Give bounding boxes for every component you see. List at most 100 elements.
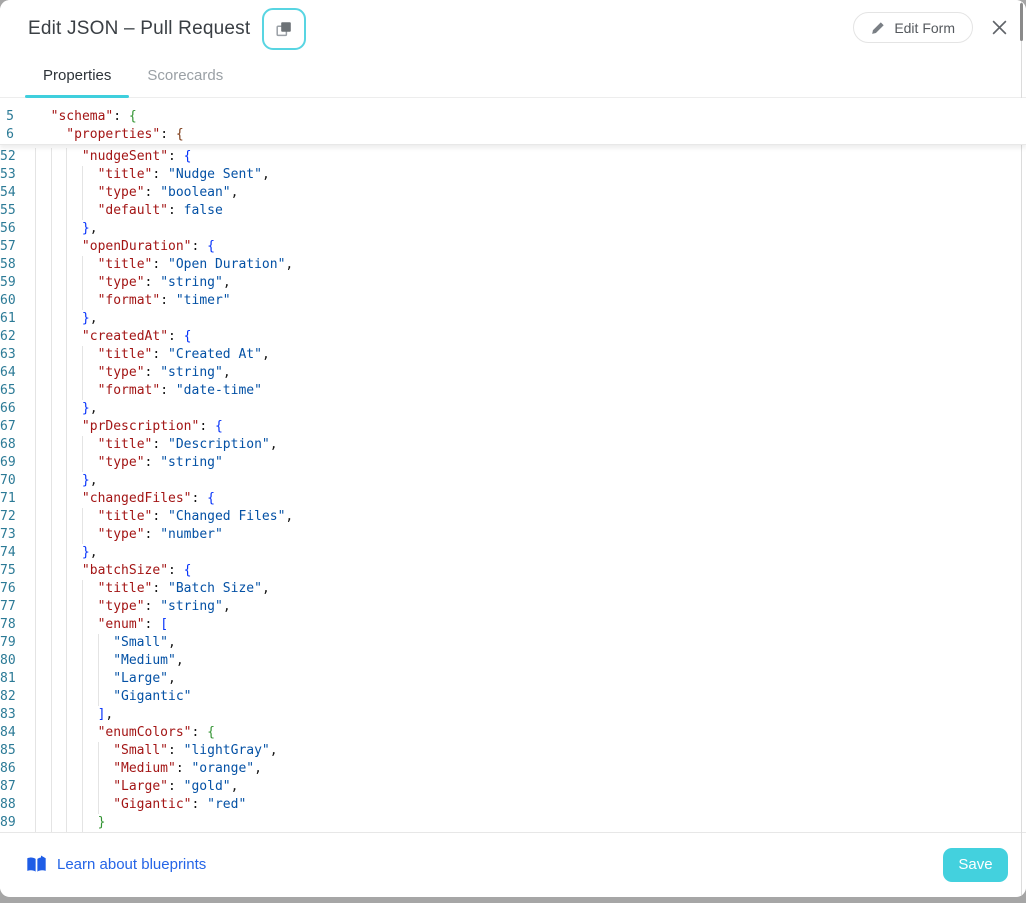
- token: :: [152, 347, 169, 362]
- code-line: 59"type": "string",: [0, 274, 1026, 292]
- line-number: 87: [0, 779, 16, 794]
- indent-guide: [50, 760, 67, 778]
- indent-guide: [50, 598, 67, 616]
- token: "title": [97, 257, 153, 272]
- token: }: [81, 545, 90, 560]
- code-line: 77"type": "string",: [0, 598, 1026, 616]
- line-number: 68: [0, 437, 16, 452]
- indent-guide: [66, 364, 82, 382]
- code-line: 78"enum": [: [0, 616, 1026, 634]
- token: ,: [89, 311, 98, 326]
- token: :: [144, 599, 161, 614]
- indent-guide: [35, 400, 51, 418]
- indent-guide: [50, 436, 67, 454]
- indent-guide: [50, 274, 67, 292]
- line-number: 69: [0, 455, 16, 470]
- indent-guide: [66, 778, 82, 796]
- line-number: 75: [0, 563, 16, 578]
- indent-guide: [50, 742, 67, 760]
- indent-guide: [35, 742, 51, 760]
- indent-guide: [35, 310, 51, 328]
- indent-guide: [50, 454, 67, 472]
- token: {: [207, 239, 215, 254]
- indent-guide: [35, 346, 51, 364]
- code-line: 68"title": "Description",: [0, 436, 1026, 454]
- token: "Medium": [113, 653, 176, 668]
- indent-guide: [81, 724, 98, 742]
- token: "type": [97, 185, 145, 200]
- line-number: 71: [0, 491, 16, 506]
- code-line: 57"openDuration": {: [0, 238, 1026, 256]
- token: "Small": [113, 635, 168, 650]
- indent-guide: [66, 220, 82, 238]
- line-number: 83: [0, 707, 16, 722]
- code-lines: 52"nudgeSent": {53"title": "Nudge Sent",…: [0, 145, 1026, 832]
- indent-guide: [81, 688, 98, 706]
- close-button[interactable]: [988, 17, 1010, 39]
- indent-guide: [66, 814, 82, 832]
- indent-guide: [81, 256, 98, 274]
- line-number: 57: [0, 239, 16, 254]
- token: {: [175, 127, 184, 142]
- line-number: 62: [0, 329, 16, 344]
- indent-guide: [35, 202, 51, 220]
- indent-guide: [50, 346, 67, 364]
- indent-guide: [50, 238, 67, 256]
- indent-guide: [66, 184, 82, 202]
- indent-guide: [35, 220, 51, 238]
- indent-guide: [81, 436, 98, 454]
- token: :: [152, 581, 169, 596]
- indent-guide: [35, 652, 51, 670]
- edit-form-button[interactable]: Edit Form: [853, 12, 973, 43]
- indent-guide: [66, 454, 82, 472]
- indent-guide: [35, 436, 51, 454]
- token: "timer": [175, 293, 231, 308]
- window-scrollbar-thumb[interactable]: [1020, 3, 1023, 41]
- open-book-icon: [26, 855, 47, 874]
- code-line: 82"Gigantic": [0, 688, 1026, 706]
- token: ,: [168, 635, 176, 650]
- token: ,: [89, 401, 98, 416]
- token: ,: [89, 545, 98, 560]
- token: {: [183, 329, 192, 344]
- indent-guide: [35, 292, 51, 310]
- code-line: 55"default": false: [0, 202, 1026, 220]
- copy-button[interactable]: [262, 8, 307, 50]
- token: ,: [230, 779, 239, 794]
- token: "Gigantic": [113, 689, 192, 704]
- token: {: [207, 491, 215, 506]
- indent-guide: [50, 256, 67, 274]
- indent-guide: [66, 436, 82, 454]
- json-editor[interactable]: 5"schema": {6"properties": { 52"nudgeSen…: [0, 98, 1026, 832]
- indent-guide: [66, 310, 82, 328]
- line-number: 85: [0, 743, 16, 758]
- indent-guide: [66, 562, 82, 580]
- indent-guide: [66, 634, 82, 652]
- indent-guide: [35, 382, 51, 400]
- indent-guide: [35, 814, 51, 832]
- tab-properties[interactable]: Properties: [25, 67, 130, 98]
- token: ,: [222, 599, 231, 614]
- indent-guide: [66, 166, 82, 184]
- indent-guide: [97, 796, 114, 814]
- code-line: 76"title": "Batch Size",: [0, 580, 1026, 598]
- indent-space: [35, 126, 51, 144]
- indent-guide: [81, 202, 98, 220]
- token: ,: [254, 761, 262, 776]
- save-button[interactable]: Save: [943, 847, 1008, 882]
- indent-guide: [35, 238, 51, 256]
- indent-guide: [66, 256, 82, 274]
- line-number: 67: [0, 419, 16, 434]
- code-line: 73"type": "number": [0, 526, 1026, 544]
- token: }: [81, 221, 90, 236]
- tab-scorecards[interactable]: Scorecards: [129, 67, 241, 97]
- token: :: [168, 203, 184, 218]
- code-line: 52"nudgeSent": {: [0, 148, 1026, 166]
- indent-guide: [81, 184, 98, 202]
- indent-guide: [50, 688, 67, 706]
- learn-about-blueprints-link[interactable]: Learn about blueprints: [26, 855, 206, 874]
- indent-guide: [50, 148, 67, 166]
- code-line: 6"properties": {: [0, 126, 1026, 144]
- indent-guide: [35, 256, 51, 274]
- indent-guide: [97, 742, 114, 760]
